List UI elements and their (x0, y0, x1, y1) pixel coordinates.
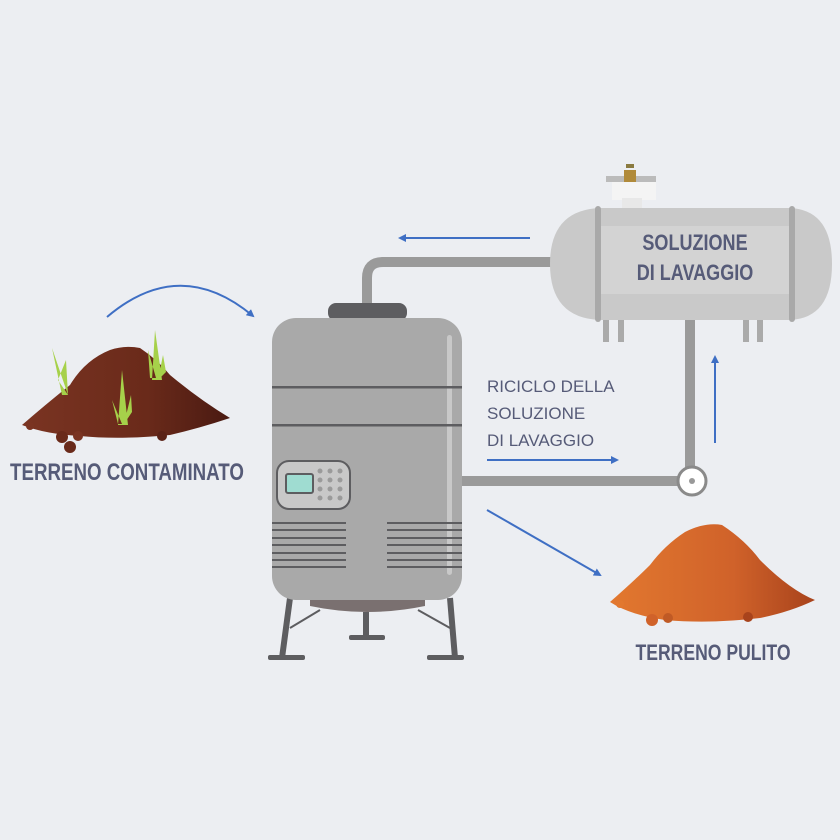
clean-soil-pile (610, 524, 815, 626)
pipes (362, 257, 708, 497)
arrow-to-clean-soil (486, 509, 602, 576)
recycle-label-line3: DI LAVAGGIO (487, 431, 594, 450)
contaminated-soil-label: TERRENO CONTAMINATO (10, 459, 244, 486)
clean-soil-label: TERRENO PULITO (635, 641, 790, 665)
wash-solution-tank: SOLUZIONE DI LAVAGGIO (550, 164, 832, 342)
washing-reactor-tank (268, 303, 464, 660)
wash-tank-label-line2: DI LAVAGGIO (637, 261, 754, 285)
wash-tank-label-line1: SOLUZIONE (642, 231, 747, 255)
vents (272, 522, 462, 568)
arrow-into-reactor (106, 284, 255, 318)
grass-icon (52, 330, 166, 425)
recycle-label-line1: RICICLO DELLA (487, 377, 615, 396)
control-panel (276, 460, 351, 510)
contaminated-soil-pile (22, 330, 230, 453)
recycle-label-line2: SOLUZIONE (487, 404, 585, 423)
flow-arrows (106, 234, 719, 576)
